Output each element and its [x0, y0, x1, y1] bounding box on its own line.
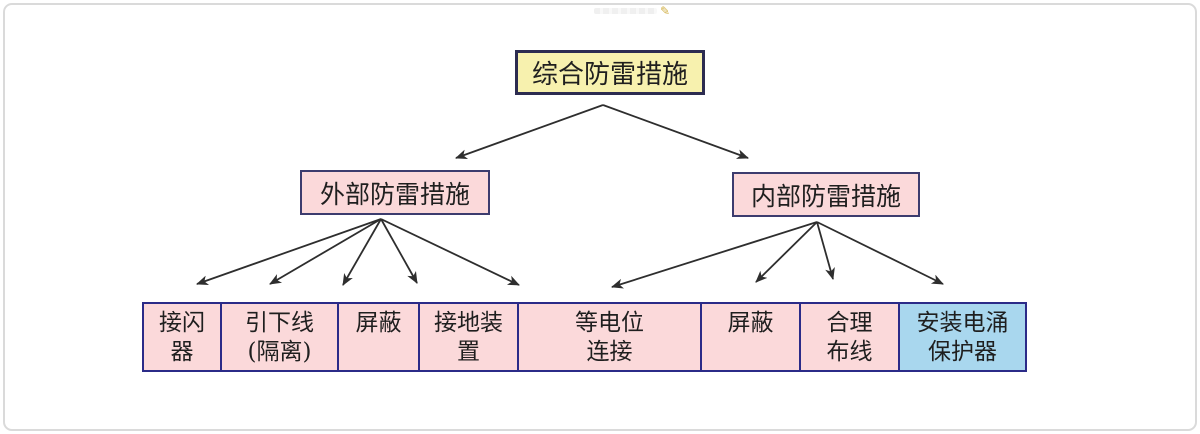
root-node-comprehensive-lightning-protection: 综合防雷措施 [515, 50, 705, 95]
leaf-node-label: 合理 布线 [826, 310, 873, 366]
leaf-node-down-conductor: 引下线 (隔离) [220, 302, 339, 372]
pencil-icon: ✎ [659, 4, 670, 18]
leaf-node-label: 接地装 置 [434, 310, 503, 366]
leaf-node-label: 屏蔽 [727, 310, 774, 336]
leaf-node-label: 等电位 连接 [575, 310, 644, 366]
leaf-node-air-terminal: 接闪 器 [142, 302, 222, 372]
leaf-node-equipotential-bonding: 等电位 连接 [517, 302, 702, 372]
leaf-node-label: 安装电涌 保护器 [916, 310, 1009, 366]
leaf-node-label: 接闪 器 [159, 310, 205, 366]
watermark-faint-text [594, 8, 657, 14]
branch-node-internal-protection: 内部防雷措施 [732, 172, 920, 217]
leaf-node-grounding-device: 接地装 置 [418, 302, 519, 372]
leaf-node-reasonable-wiring: 合理 布线 [799, 302, 900, 372]
watermark: ✎ [594, 4, 670, 18]
leaf-node-shielding-external: 屏蔽 [337, 302, 420, 372]
root-node-label: 综合防雷措施 [531, 60, 688, 90]
leaf-node-label: 屏蔽 [355, 310, 402, 336]
leaf-node-surge-protector: 安装电涌 保护器 [898, 302, 1027, 372]
leaf-node-shielding-internal: 屏蔽 [700, 302, 801, 372]
leaf-node-label: 引下线 (隔离) [245, 310, 314, 366]
branch-node-external-protection: 外部防雷措施 [300, 170, 490, 215]
branch-node-label: 内部防雷措施 [750, 181, 901, 211]
branch-node-label: 外部防雷措施 [319, 179, 470, 209]
